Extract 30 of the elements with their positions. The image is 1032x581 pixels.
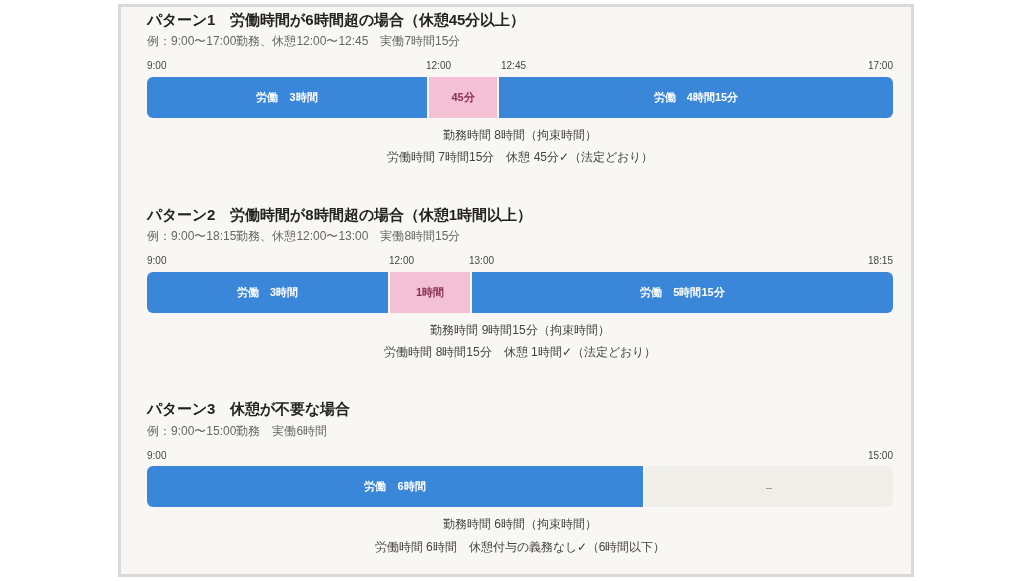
work-segment: 労働 3時間 xyxy=(147,272,388,313)
summary-text: 労働時間 8時間15分 休憩 1時間✓（法定どおり） xyxy=(384,344,656,360)
summary-text: 労働時間 6時間 休憩付与の義務なし✓（6時間以下） xyxy=(374,539,666,555)
example-text: 例：9:00〜18:15勤務、休憩12:00〜13:00 実働8時間15分 xyxy=(147,228,461,244)
section-title: パターン1 労働時間が6時間超の場合（休憩45分以上） xyxy=(147,11,526,29)
summary-text: 勤務時間 9時間15分（拘束時間） xyxy=(430,322,610,338)
break-segment: 45分 xyxy=(429,77,497,118)
time-label: 17:00 xyxy=(867,60,893,72)
time-label: 13:00 xyxy=(469,255,495,267)
break-segment: 1時間 xyxy=(390,272,470,313)
section-title: パターン2 労働時間が8時間超の場合（休憩1時間以上） xyxy=(147,206,533,224)
summary-text: 勤務時間 6時間（拘束時間） xyxy=(443,516,597,532)
summary-text: 労働時間 7時間15分 休憩 45分✓（法定どおり） xyxy=(387,149,653,165)
work-segment: 労働 6時間 xyxy=(147,466,643,507)
time-label: 9:00 xyxy=(147,60,167,72)
time-label: 9:00 xyxy=(147,450,167,462)
work-segment: 労働 4時間15分 xyxy=(499,77,893,118)
time-label: 18:15 xyxy=(867,255,893,267)
section-title: パターン3 休憩が不要な場合 xyxy=(147,400,351,418)
time-label: 9:00 xyxy=(147,255,167,267)
work-segment: 労働 5時間15分 xyxy=(472,272,893,313)
example-text: 例：9:00〜15:00勤務 実働6時間 xyxy=(147,423,328,439)
work-segment: 労働 3時間 xyxy=(147,77,427,118)
empty-segment: – xyxy=(645,466,893,507)
time-label: 15:00 xyxy=(867,450,893,462)
time-label: 12:00 xyxy=(389,255,415,267)
example-text: 例：9:00〜17:00勤務、休憩12:00〜12:45 実働7時間15分 xyxy=(147,33,461,49)
time-label: 12:45 xyxy=(501,60,527,72)
time-label: 12:00 xyxy=(426,60,452,72)
summary-text: 勤務時間 8時間（拘束時間） xyxy=(443,127,597,143)
